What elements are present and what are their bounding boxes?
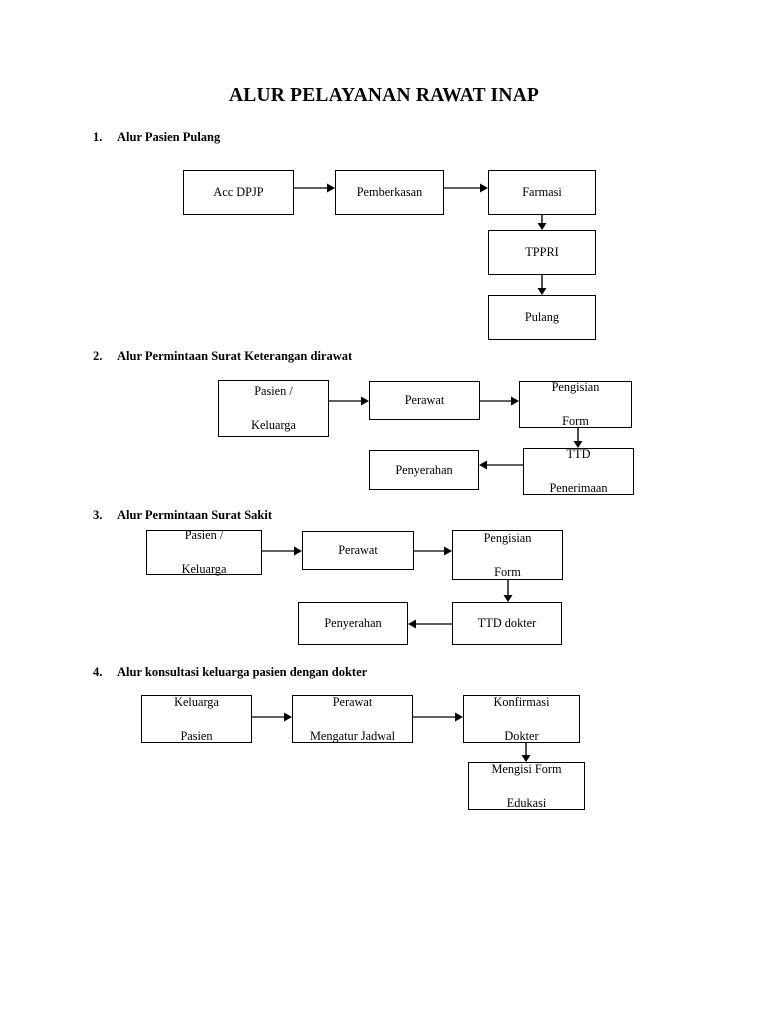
arrow-pengisian-to-ttd-s2 [571, 428, 585, 449]
node-farmasi[interactable]: Farmasi [488, 170, 596, 215]
section-number-4: 4. [93, 665, 103, 679]
node-label-line1: Pasien / [184, 528, 224, 542]
node-acc-dpjp[interactable]: Acc DPJP [183, 170, 294, 215]
node-ttd-dokter-s3[interactable]: TTD dokter [452, 602, 562, 645]
node-perawat-s3[interactable]: Perawat [302, 531, 414, 570]
node-label-multiline: Perawat Mengatur Jadwal [296, 694, 409, 745]
node-pengisian-form-s3[interactable]: Pengisian Form [452, 530, 563, 580]
arrow-ttd-to-penyerahan-s3 [408, 617, 453, 631]
arrow-pasien-to-perawat-s3 [262, 544, 303, 558]
node-mengisi-form-edukasi-s4[interactable]: Mengisi Form Edukasi [468, 762, 585, 810]
node-label-line2: Form [494, 564, 521, 579]
node-perawat-mengatur-jadwal-s4[interactable]: Perawat Mengatur Jadwal [292, 695, 413, 743]
node-label: Penyerahan [395, 462, 453, 477]
node-label-multiline: Konfirmasi Dokter [467, 694, 576, 745]
section-title-3: Alur Permintaan Surat Sakit [117, 508, 272, 522]
node-label: TTD dokter [477, 616, 537, 630]
node-label: Perawat [338, 543, 378, 557]
section-title-1: Alur Pasien Pulang [117, 130, 221, 144]
node-label: Pulang [524, 310, 560, 324]
node-penyerahan-s2[interactable]: Penyerahan [369, 450, 479, 490]
node-label-line1: Pengisian [483, 530, 532, 545]
node-label-line2: Dokter [504, 728, 539, 743]
node-label-line2: Pasien [180, 728, 213, 743]
node-pasien-keluarga-s3[interactable]: Pasien / Keluarga [146, 527, 262, 578]
node-label-line1: Pasien / [254, 384, 293, 398]
node-label: Farmasi [522, 185, 562, 199]
node-label: Pemberkasan [356, 185, 423, 199]
node-ttd-penerimaan-s2[interactable]: TTD Penerimaan [523, 446, 634, 497]
arrow-pemberkasan-to-farmasi [444, 181, 489, 195]
node-label-line1: Pengisian [551, 380, 600, 394]
node-label-line1: TTD [566, 447, 591, 461]
node-label-line2: Mengatur Jadwal [309, 728, 396, 743]
section-heading-1: 1. Alur Pasien Pulang [93, 129, 220, 145]
node-label-line2: Keluarga [251, 418, 296, 432]
node-pemberkasan[interactable]: Pemberkasan [335, 170, 444, 215]
arrow-keluarga-to-perawat-s4 [252, 710, 293, 724]
node-pasien-keluarga-s2[interactable]: Pasien / Keluarga [218, 380, 329, 437]
node-pengisian-form-s2[interactable]: Pengisian Form [519, 379, 632, 430]
arrow-ttd-to-penyerahan-s2 [479, 458, 524, 472]
arrow-farmasi-to-tppri [535, 215, 549, 231]
node-label: Acc DPJP [213, 185, 264, 199]
node-label: Penyerahan [324, 616, 382, 630]
node-label-multiline: TTD Penerimaan [527, 446, 630, 497]
node-label-multiline: Pengisian Form [456, 530, 559, 581]
arrow-perawat-to-pengisian-s3 [414, 544, 453, 558]
arrow-perawat-to-konfirmasi-s4 [413, 710, 464, 724]
node-label-multiline: Pengisian Form [523, 379, 628, 430]
node-label: Perawat [404, 393, 445, 407]
node-konfirmasi-dokter-s4[interactable]: Konfirmasi Dokter [463, 695, 580, 743]
section-number-1: 1. [93, 130, 103, 144]
section-heading-3: 3. Alur Permintaan Surat Sakit [93, 507, 272, 523]
node-label-line1: Keluarga [174, 694, 219, 709]
section-heading-4: 4. Alur konsultasi keluarga pasien dengan… [93, 664, 367, 680]
node-label-line1: Mengisi Form [491, 761, 562, 776]
node-label-line2: Keluarga [181, 562, 227, 576]
arrow-pengisian-to-ttd-s3 [501, 580, 515, 603]
arrow-perawat-to-pengisian-s2 [480, 394, 520, 408]
section-number-3: 3. [93, 508, 103, 522]
node-perawat-s2[interactable]: Perawat [369, 381, 480, 420]
section-title-2: Alur Permintaan Surat Keterangan dirawat [117, 349, 353, 363]
node-tppri[interactable]: TPPRI [488, 230, 596, 275]
arrow-pasien-to-perawat-s2 [329, 394, 370, 408]
arrow-konfirmasi-to-mengisi-s4 [519, 743, 533, 763]
node-label-line1: Konfirmasi [493, 694, 550, 709]
node-label-line2: Form [562, 414, 589, 428]
page-title: ALUR PELAYANAN RAWAT INAP [228, 85, 539, 106]
node-penyerahan-s3[interactable]: Penyerahan [298, 602, 408, 645]
node-label-line2: Edukasi [506, 795, 547, 810]
section-title-4: Alur konsultasi keluarga pasien dengan d… [117, 665, 368, 679]
node-label-multiline: Mengisi Form Edukasi [472, 761, 581, 812]
node-keluarga-pasien-s4[interactable]: Keluarga Pasien [141, 695, 252, 743]
node-label-multiline: Pasien / Keluarga [150, 527, 258, 578]
arrow-acc-dpjp-to-pemberkasan [294, 181, 336, 195]
node-label-line1: Perawat [332, 694, 373, 709]
node-label-line2: Penerimaan [549, 481, 608, 495]
section-number-2: 2. [93, 349, 103, 363]
arrow-tppri-to-pulang [535, 275, 549, 296]
section-heading-2: 2. Alur Permintaan Surat Keterangan diraw… [93, 348, 352, 364]
node-label-multiline: Keluarga Pasien [145, 694, 248, 745]
node-label: TPPRI [525, 245, 559, 259]
node-pulang[interactable]: Pulang [488, 295, 596, 340]
node-label-multiline: Pasien / Keluarga [222, 383, 325, 434]
